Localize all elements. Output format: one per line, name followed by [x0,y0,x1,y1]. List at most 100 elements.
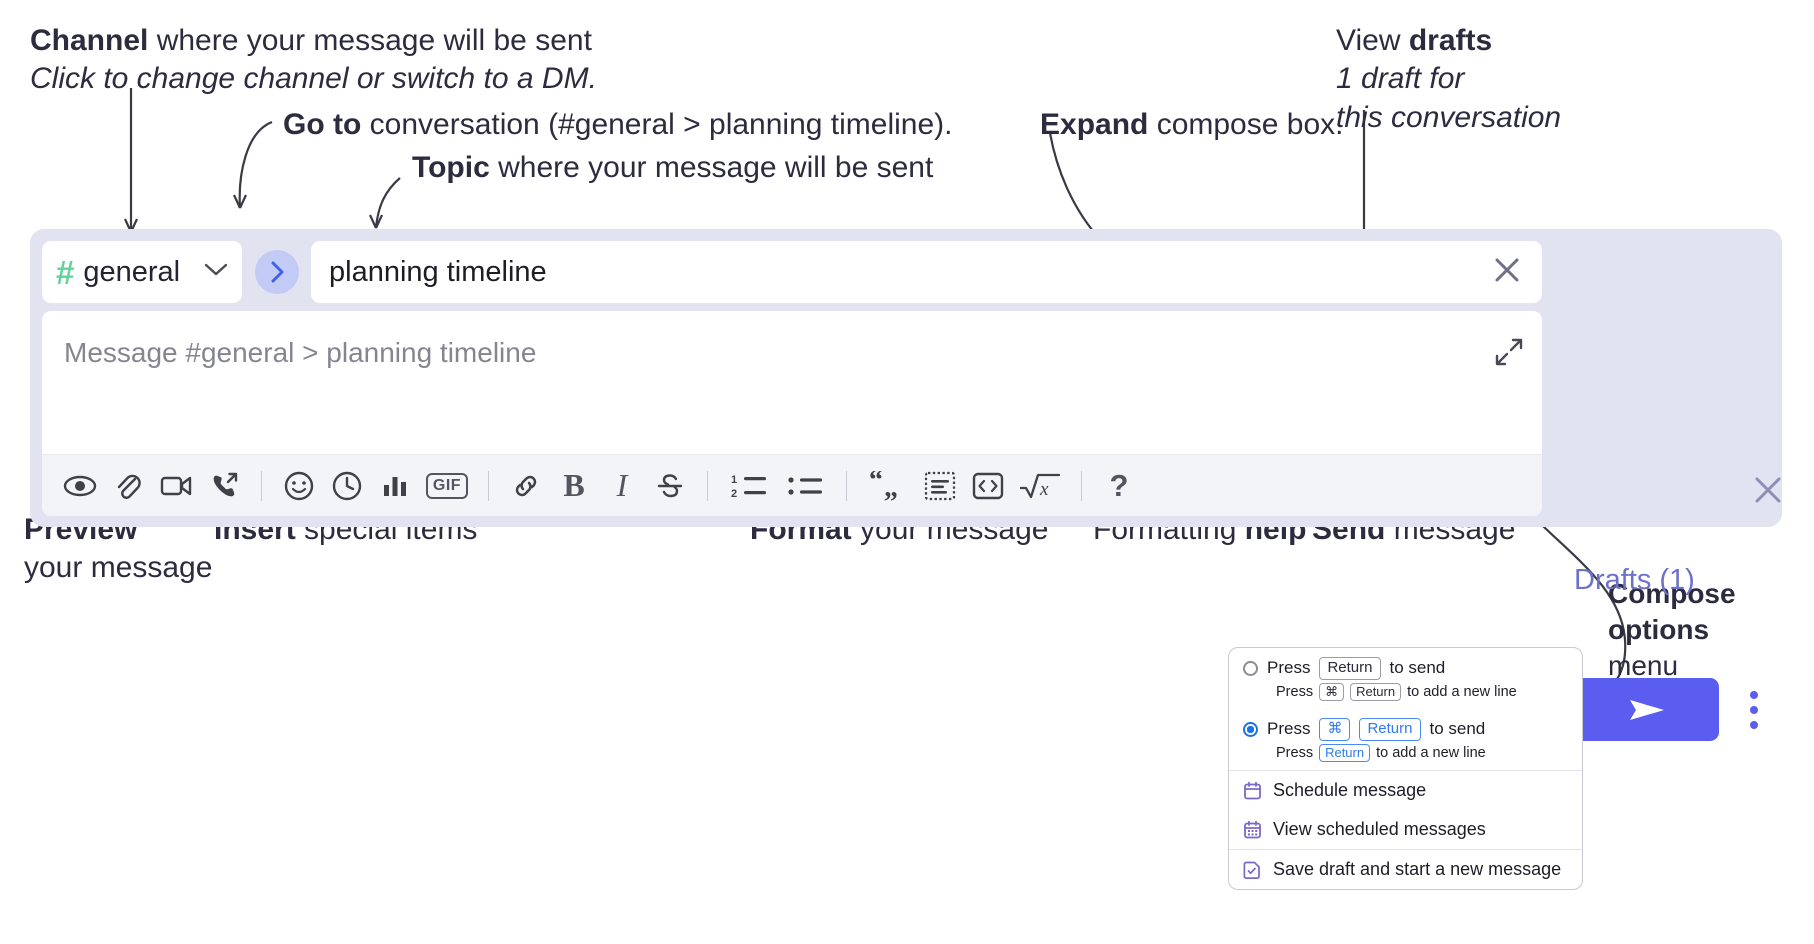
toolbar-separator [261,470,262,501]
annotation-compose-options-line3: menu [1608,649,1679,681]
blockquote-icon[interactable]: “„ [860,462,916,510]
option1-press: Press [1267,658,1311,678]
annotation-drafts-bold: drafts [1408,24,1493,57]
audio-call-icon[interactable] [200,462,248,510]
annotation-compose-options: Compose options menu [1608,576,1736,683]
annotation-compose-options-line1: Compose [1608,578,1736,609]
channel-name-label: general [83,255,181,288]
goto-conversation-button[interactable] [255,250,299,294]
annotation-compose-options-line2: options [1608,613,1710,645]
menu-divider [1229,849,1582,850]
annotation-topic-rest: where your message will be sent [489,151,934,184]
message-input-box[interactable]: Message #general > planning timeline [42,311,1542,516]
svg-text:1: 1 [731,474,737,486]
svg-text:“: “ [869,471,883,496]
clock-icon[interactable] [323,462,371,510]
menu-item-label: Schedule message [1273,780,1427,800]
annotation-goto: Go to conversation (#general > planning … [283,106,953,144]
annotation-goto-rest: conversation (#general > planning timeli… [361,108,953,141]
message-placeholder: Message #general > planning timeline [64,337,537,368]
option2-sub-press: Press [1276,744,1314,761]
menu-divider [1229,770,1582,771]
chevron-down-icon [204,263,228,282]
save-draft-icon [1243,860,1262,879]
math-icon[interactable]: x [1012,462,1068,510]
annotation-drafts-rest: View [1336,24,1409,57]
menu-item-schedule-message[interactable]: Schedule message [1229,771,1582,810]
annotation-channel-rest: where your message will be sent [148,24,592,57]
italic-icon[interactable]: I [598,462,646,510]
bullet-list-icon[interactable] [777,462,833,510]
expand-icon[interactable] [1494,337,1524,372]
option1-sub-key2: Return [1350,682,1402,701]
menu-item-label: View scheduled messages [1273,819,1486,839]
gif-icon[interactable]: GIF [419,462,475,510]
option1-tosend: to send [1389,658,1446,678]
compose-options-menu: Press Return to send Press ⌘ Return to a… [1228,647,1583,890]
option1-sub-tail: to add a new line [1407,683,1517,700]
compose-panel: # general planning timeline Message #gen… [30,229,1782,741]
annotation-preview-line2: your message [24,551,213,585]
close-compose-icon[interactable] [1750,472,1786,513]
kebab-dot [1750,691,1758,699]
command-key-icon: ⌘ [1319,718,1351,741]
bold-label: B [563,467,585,503]
formatting-help-label: ? [1109,467,1129,503]
annotation-channel-bold: Channel [30,24,149,57]
calendar-grid-icon [1243,820,1262,839]
annotation-expand-rest: compose box. [1148,108,1344,141]
attachment-icon[interactable] [104,462,152,510]
toolbar-separator [1081,470,1082,501]
annotation-channel: Channel where your message will be sent … [30,22,597,99]
italic-label: I [616,467,628,503]
emoji-icon[interactable] [275,462,323,510]
close-icon[interactable] [1490,253,1524,292]
command-key-icon: ⌘ [1319,682,1345,701]
radio-unselected-icon[interactable] [1243,660,1258,676]
toolbar-separator [488,470,489,501]
svg-text:2: 2 [731,488,737,500]
option2-sub-key: Return [1319,743,1371,762]
kebab-dot [1750,721,1758,729]
option2-tosend: to send [1429,719,1486,739]
send-option-return-hint: Press ⌘ Return to add a new line [1229,682,1582,709]
toolbar-separator [846,470,847,501]
radio-selected-icon[interactable] [1243,721,1258,737]
topic-value: planning timeline [329,255,547,288]
link-icon[interactable] [502,462,550,510]
topic-field[interactable]: planning timeline [311,241,1542,303]
drafts-link[interactable]: Drafts (1) [1574,564,1695,596]
svg-text:„: „ [884,472,898,501]
formatting-help-icon[interactable]: ? [1095,462,1143,510]
compose-header-row: # general planning timeline [42,241,1542,303]
strikethrough-icon[interactable] [646,462,694,510]
option2-sub-tail: to add a new line [1376,744,1486,761]
send-option-cmd-return-hint: Press Return to add a new line [1229,743,1582,770]
preview-icon[interactable] [56,462,104,510]
annotation-topic: Topic where your message will be sent [412,149,933,187]
send-option-return[interactable]: Press Return to send [1229,648,1582,682]
bold-icon[interactable]: B [550,462,598,510]
svg-text:x: x [1039,479,1049,500]
toolbar-separator [707,470,708,501]
annotation-channel-italic: Click to change channel or switch to a D… [30,62,597,96]
send-button[interactable] [1574,678,1719,741]
annotation-topic-bold: Topic [412,151,490,184]
send-option-cmd-return[interactable]: Press ⌘ Return to send [1229,709,1582,743]
gif-label: GIF [425,472,469,499]
channel-selector[interactable]: # general [42,241,242,303]
compose-inner: # general planning timeline Message #gen… [42,241,1542,516]
code-block-icon[interactable] [916,462,964,510]
annotation-drafts: View drafts 1 draft for this conversatio… [1336,22,1561,137]
option2-key-return: Return [1359,718,1421,741]
compose-options-button[interactable] [1741,684,1767,736]
annotation-expand-bold: Expand [1040,108,1149,141]
kebab-dot [1750,706,1758,714]
menu-item-save-draft[interactable]: Save draft and start a new message [1229,850,1582,889]
poll-icon[interactable] [371,462,419,510]
inline-code-icon[interactable] [964,462,1012,510]
video-icon[interactable] [152,462,200,510]
menu-item-view-scheduled[interactable]: View scheduled messages [1229,810,1582,849]
